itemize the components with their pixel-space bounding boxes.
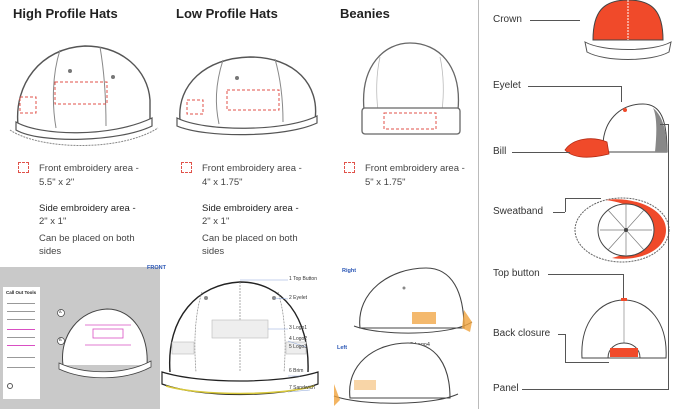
front-area-icon [18, 162, 29, 173]
beanie-drawing [361, 42, 461, 135]
tool-panel-title: Call Out Tools [6, 290, 37, 295]
placement-note-2: sides [39, 246, 62, 257]
part-label-sweatband: Sweatband [493, 206, 544, 217]
left-side-cap-drawing [333, 342, 459, 406]
callout-marker-a: A [59, 309, 62, 314]
callout-tool-screenshot: Call Out Tools A B [0, 267, 160, 409]
front-cap-technical-drawing [161, 279, 319, 396]
label-top-button: 1 Top Button [289, 276, 317, 282]
side-size: 2" x 1" [39, 216, 67, 227]
high-profile-hat-drawing [9, 45, 159, 146]
front-diagram-title: FRONT [147, 265, 166, 271]
label-sandwich: 7 Sandwich [289, 385, 315, 391]
side-cap-illustration [564, 103, 668, 158]
right-view-label: Right [342, 268, 357, 274]
part-label-bill: Bill [493, 146, 507, 157]
section-title-high-profile: High Profile Hats [13, 6, 118, 21]
front-label: Front embroidery area - [202, 163, 302, 174]
info-icon [7, 383, 13, 389]
label-brim: 6 Brim [289, 368, 304, 374]
label-logo2: 4 Logo2 [289, 336, 308, 342]
left-view-label: Left [337, 345, 348, 351]
column-divider [478, 0, 479, 409]
part-label-panel: Panel [493, 383, 519, 394]
front-size: 4" x 1.75" [202, 177, 243, 188]
section-title-low-profile: Low Profile Hats [176, 6, 278, 21]
label-logo1: 3 Logo1 [289, 325, 308, 331]
front-size: 5" x 1.75" [365, 177, 406, 188]
crown-illustration [584, 0, 672, 60]
front-size: 5.5" x 2" [39, 177, 75, 188]
label-logo3: 5 Logo3 [289, 344, 308, 350]
front-label: Front embroidery area - [39, 163, 139, 174]
part-label-back-closure: Back closure [493, 328, 551, 339]
label-eyelet: 2 Eyelet [289, 295, 308, 301]
side-size: 2" x 1" [202, 216, 230, 227]
placement-note-2: sides [202, 246, 225, 257]
front-area-icon [181, 162, 192, 173]
side-label: Side embroidery area - [39, 203, 136, 214]
back-cap-illustration [581, 298, 667, 359]
front-area-icon [344, 162, 355, 173]
callout-marker-b: B [59, 337, 62, 342]
low-profile-hat-drawing [176, 56, 318, 136]
part-label-crown: Crown [493, 14, 522, 25]
sweatband-illustration [574, 197, 670, 263]
side-label: Side embroidery area - [202, 203, 299, 214]
placement-note: Can be placed on both [202, 233, 298, 244]
section-title-beanies: Beanies [340, 6, 390, 21]
placement-note: Can be placed on both [39, 233, 135, 244]
front-label: Front embroidery area - [365, 163, 465, 174]
right-side-cap-drawing [353, 267, 473, 334]
part-label-top-button: Top button [493, 268, 540, 279]
tool-sidebar: Call Out Tools [3, 287, 40, 399]
part-label-eyelet: Eyelet [493, 80, 521, 91]
